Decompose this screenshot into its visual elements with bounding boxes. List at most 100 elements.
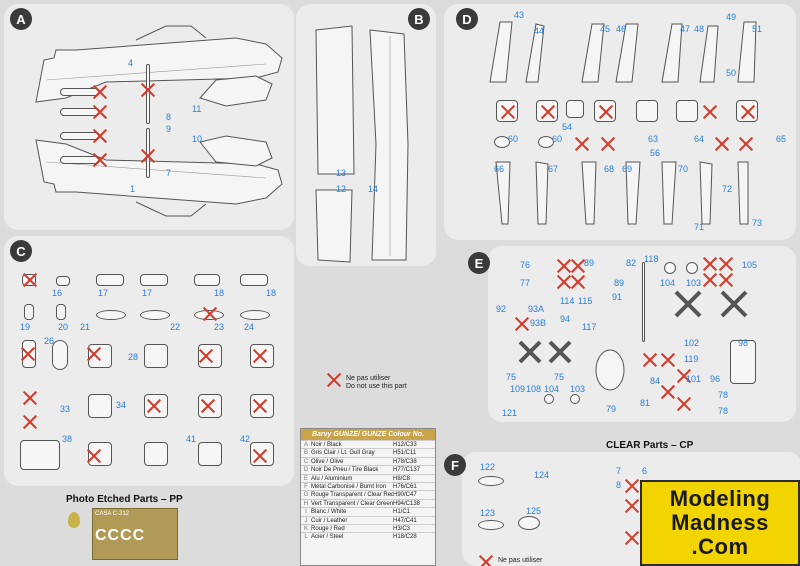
part-wheel bbox=[664, 262, 676, 274]
do-not-use-mark bbox=[570, 274, 586, 290]
part-number: 92 bbox=[496, 304, 507, 314]
color-code: H77/C137 bbox=[393, 467, 421, 474]
part-number: 118 bbox=[644, 254, 659, 264]
part-disc bbox=[494, 136, 510, 148]
part-number: 38 bbox=[62, 434, 73, 444]
do-not-use-mark bbox=[600, 136, 616, 152]
do-not-use-mark bbox=[702, 104, 718, 120]
color-table-header: Barvy GUNZE/ GUNZE Colour No. bbox=[301, 429, 435, 440]
part-number: 104 bbox=[660, 278, 676, 288]
part-number: 7 bbox=[166, 168, 172, 178]
do-not-use-mark bbox=[86, 346, 102, 362]
do-not-use-mark bbox=[92, 84, 108, 100]
legend-ne-pas-utiliser: Ne pas utiliser bbox=[346, 375, 391, 382]
tail-surfaces-bottom bbox=[495, 161, 749, 225]
do-not-use-mark bbox=[86, 448, 102, 464]
part-number: 91 bbox=[612, 292, 623, 302]
part-number: 123 bbox=[480, 508, 496, 518]
do-not-use-mark bbox=[702, 256, 718, 272]
color-name: Blanc / White bbox=[311, 509, 347, 516]
do-not-use-mark bbox=[642, 352, 658, 368]
part-number: 51 bbox=[752, 24, 763, 34]
color-code: H90/C47 bbox=[393, 492, 417, 499]
part-number: 17 bbox=[98, 288, 109, 298]
color-letter: F bbox=[304, 483, 308, 490]
part-number: 24 bbox=[244, 322, 255, 332]
part-number: 9 bbox=[166, 124, 172, 134]
part-blade bbox=[56, 304, 66, 320]
logo-line-2: Madness bbox=[671, 510, 769, 535]
color-name: Acier / Steel bbox=[311, 534, 344, 541]
part-number: 45 bbox=[600, 24, 611, 34]
color-code: H18/C28 bbox=[393, 534, 417, 541]
logo-line-1: Modeling bbox=[669, 486, 771, 511]
do-not-use-mark bbox=[200, 398, 216, 414]
part-number: 78 bbox=[718, 390, 729, 400]
legend-ne-pas-utiliser: Ne pas utiliser bbox=[498, 557, 543, 564]
do-not-use-mark bbox=[140, 148, 156, 164]
do-not-use-mark bbox=[660, 384, 676, 400]
part-box bbox=[198, 442, 222, 466]
part-number: 26 bbox=[44, 336, 55, 346]
part-number: 22 bbox=[170, 322, 181, 332]
part-number: 103 bbox=[686, 278, 702, 288]
do-not-use-mark bbox=[22, 414, 38, 430]
part-number: 49 bbox=[726, 12, 737, 22]
part-number: 54 bbox=[562, 122, 573, 132]
part-number: 124 bbox=[534, 470, 550, 480]
part-number: 8 bbox=[166, 112, 172, 122]
part-clear-window bbox=[478, 476, 504, 486]
part-number: 46 bbox=[616, 24, 627, 34]
part-number: 33 bbox=[60, 404, 71, 414]
part-number: 20 bbox=[58, 322, 69, 332]
part-number: 122 bbox=[480, 462, 496, 472]
legend-do-not-use: Do not use this part bbox=[346, 383, 407, 390]
do-not-use-mark bbox=[718, 272, 734, 288]
part-number: 96 bbox=[710, 374, 721, 384]
part-number: 78 bbox=[718, 406, 729, 416]
clear-parts-title: CLEAR Parts – CP bbox=[606, 440, 694, 451]
part-seat bbox=[240, 274, 268, 286]
wing-halves bbox=[315, 25, 409, 263]
color-letter: L bbox=[304, 534, 308, 541]
color-name: Métal Carbonisé / Burnt Iron bbox=[311, 483, 387, 490]
section-badge-d: D bbox=[456, 8, 478, 30]
color-code: H94/C138 bbox=[393, 500, 421, 507]
color-name: Rouge / Red bbox=[311, 525, 345, 532]
section-badge-c: C bbox=[10, 240, 32, 262]
color-letter: J bbox=[304, 517, 308, 524]
part-number: 119 bbox=[684, 354, 699, 364]
do-not-use-mark bbox=[202, 306, 218, 322]
do-not-use-mark bbox=[718, 256, 734, 272]
do-not-use-mark bbox=[20, 346, 36, 362]
part-number: 70 bbox=[678, 164, 689, 174]
logo-line-3: .Com bbox=[691, 534, 749, 559]
part-number: 76 bbox=[520, 260, 531, 270]
part-number: 10 bbox=[192, 134, 203, 144]
part-number: 1 bbox=[130, 184, 136, 194]
part-number: 89 bbox=[584, 258, 595, 268]
part-small bbox=[56, 276, 70, 286]
part-number: 75 bbox=[554, 372, 565, 382]
part-number: 71 bbox=[694, 222, 705, 232]
part-number: 50 bbox=[726, 68, 737, 78]
color-name: Olive / Olive bbox=[311, 458, 344, 465]
do-not-use-mark bbox=[140, 82, 156, 98]
part-number: 19 bbox=[20, 322, 31, 332]
part-number: 125 bbox=[526, 506, 542, 516]
part-number: 102 bbox=[684, 338, 700, 348]
part-number: 117 bbox=[582, 322, 597, 332]
color-name: Cuir / Leather bbox=[311, 517, 348, 524]
color-letter: C bbox=[303, 458, 309, 465]
photo-etched-fret: CASA C-212 CCCC bbox=[92, 508, 178, 560]
part-landing-gear bbox=[730, 340, 756, 384]
part-nacelle-upper bbox=[199, 75, 273, 107]
do-not-use-mark bbox=[676, 396, 692, 412]
do-not-use-mark bbox=[92, 128, 108, 144]
do-not-use-mark bbox=[624, 498, 640, 514]
part-box bbox=[144, 442, 168, 466]
part-number: 18 bbox=[214, 288, 225, 298]
part-strut bbox=[642, 262, 645, 342]
